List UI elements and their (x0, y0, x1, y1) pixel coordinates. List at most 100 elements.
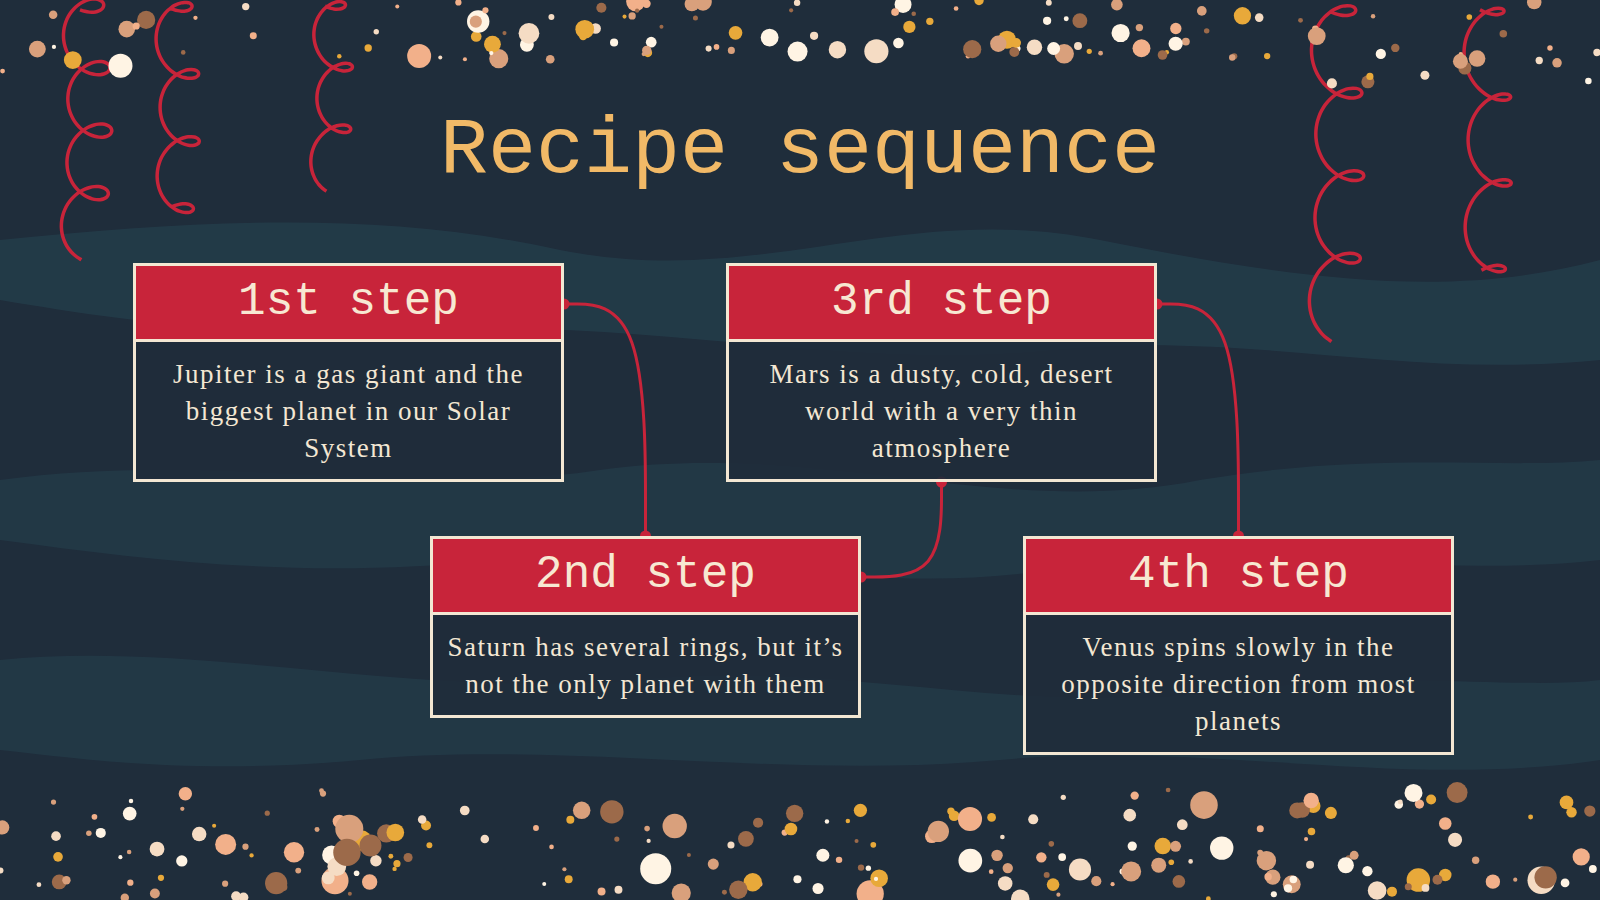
confetti-dot (1058, 853, 1066, 861)
confetti-dot (870, 869, 888, 887)
confetti-dot (1593, 49, 1600, 56)
confetti-dot (600, 800, 623, 823)
confetti-dot (1255, 13, 1264, 22)
confetti-dot (92, 814, 98, 820)
streamer (311, 2, 353, 192)
confetti-dot (1448, 833, 1462, 847)
confetti-dot (1371, 14, 1375, 18)
confetti-dot (1303, 793, 1318, 808)
confetti-dot (374, 29, 379, 34)
confetti-dot (1422, 884, 1430, 892)
confetti-dot (1098, 51, 1103, 56)
confetti-dot (990, 36, 1006, 52)
confetti-dot (810, 32, 818, 40)
step-text: Saturn has several rings, but it’s not t… (433, 615, 858, 715)
confetti-dot (864, 39, 888, 63)
confetti-dot (1069, 858, 1091, 880)
confetti-dot (335, 815, 363, 843)
confetti-dot (1003, 863, 1013, 873)
confetti-dot (1325, 807, 1337, 819)
confetti-dot (1439, 817, 1452, 830)
confetti-dot (647, 839, 651, 843)
confetti-dot (615, 886, 623, 894)
confetti-dot (829, 41, 846, 58)
confetti-dot (1534, 866, 1556, 888)
confetti-dot (242, 3, 249, 10)
confetti-dot (471, 31, 482, 42)
confetti-dot (911, 11, 916, 16)
confetti-dot (1306, 861, 1314, 869)
confetti-dot (86, 830, 92, 836)
confetti-dot (1011, 889, 1030, 900)
confetti-dot (438, 55, 442, 59)
confetti-dot (1308, 27, 1326, 45)
confetti-dot (998, 876, 1013, 891)
confetti-dot (1271, 891, 1277, 897)
confetti-dot (137, 11, 155, 29)
confetti-dot (519, 23, 540, 44)
connector-line (861, 482, 942, 577)
confetti-dot (215, 834, 236, 855)
confetti-dot (1536, 57, 1543, 64)
confetti-dot (315, 827, 320, 832)
confetti-dot (392, 867, 396, 871)
streamer (1464, 8, 1511, 272)
confetti-dot (362, 874, 377, 889)
confetti-dot (484, 36, 501, 53)
confetti-dot (1204, 28, 1209, 33)
confetti-dot (1298, 18, 1303, 23)
confetti-dot (974, 0, 983, 5)
confetti-dot (96, 828, 106, 838)
confetti-dot (1166, 788, 1171, 793)
confetti-dot (785, 823, 798, 836)
confetti-dot (370, 855, 381, 866)
confetti-dot (1585, 78, 1591, 84)
connector (1152, 299, 1245, 542)
confetti-dot (1284, 884, 1292, 892)
confetti-dot (1528, 814, 1533, 819)
confetti-dot (728, 47, 735, 54)
confetti-dot (1121, 861, 1141, 881)
confetti-dot (825, 819, 829, 823)
confetti-dot (212, 824, 216, 828)
confetti-dot (1552, 58, 1562, 68)
connector (856, 477, 948, 583)
confetti-dot (348, 892, 352, 896)
confetti-dot (548, 14, 554, 20)
confetti-dot (1264, 53, 1270, 59)
confetti-dot (874, 877, 878, 881)
confetti-dot (573, 802, 591, 820)
step-box: 4th stepVenus spins slowly in the opposi… (1023, 536, 1454, 755)
step-box: 1st stepJupiter is a gas giant and the b… (133, 263, 564, 482)
confetti-dot (1469, 50, 1486, 67)
confetti-dot (1027, 40, 1042, 55)
confetti-dot (502, 31, 506, 35)
confetti-dot (989, 869, 994, 874)
confetti-dot (1420, 71, 1429, 80)
confetti-dot (816, 849, 829, 862)
confetti-dot (1158, 50, 1168, 60)
confetti-dot (180, 807, 184, 811)
confetti-dot (1128, 841, 1137, 850)
confetti-dot (1405, 784, 1423, 802)
confetti-dot (761, 29, 779, 47)
confetti-dot (388, 854, 393, 859)
confetti-dot (62, 876, 70, 884)
confetti-dot (489, 49, 508, 68)
title: Recipe sequence (0, 105, 1600, 196)
confetti-dot (158, 875, 164, 881)
confetti-dot (49, 10, 58, 19)
confetti-dot (987, 813, 996, 822)
confetti-dot (708, 859, 719, 870)
confetti-dot (958, 807, 982, 831)
confetti-dot (51, 831, 61, 841)
confetti-dot (29, 41, 46, 58)
confetti-dot (533, 825, 539, 831)
confetti-dot (123, 807, 137, 821)
confetti-dot (596, 3, 606, 13)
confetti-dot (729, 26, 743, 40)
confetti-dot (53, 852, 63, 862)
confetti-dot (1368, 881, 1387, 900)
